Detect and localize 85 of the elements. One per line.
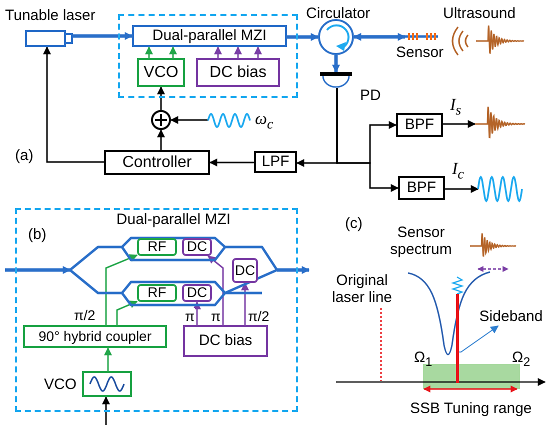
component-label: Tunable laser — [5, 7, 96, 24]
controller-box — [104, 150, 210, 175]
edge-label: π — [185, 308, 195, 324]
arrow — [193, 301, 201, 325]
block-label: VCO — [142, 64, 180, 82]
arrow — [116, 300, 138, 325]
arrow — [234, 46, 242, 58]
arrow — [157, 129, 165, 150]
oscillator-box — [137, 58, 185, 87]
oscillator-box — [82, 371, 132, 397]
arrow — [241, 282, 249, 325]
arrow — [336, 88, 399, 192]
annotation-text: Ω$_{2}$ — [512, 349, 530, 370]
component-label: VCO — [44, 376, 77, 393]
electrode-box — [232, 258, 258, 283]
electrode-box — [137, 238, 177, 256]
block-label: DC bias — [208, 64, 268, 82]
arrow — [332, 55, 340, 73]
arrow — [445, 185, 479, 193]
dashed-group-frame — [15, 208, 298, 412]
panel-label: (a) — [15, 147, 34, 164]
arrow — [254, 46, 262, 58]
arrow — [170, 116, 208, 124]
edge-label: π/2 — [248, 308, 270, 324]
electrode-box — [182, 238, 212, 256]
arrow — [214, 46, 222, 58]
block-label: DC bias — [198, 332, 254, 350]
annotation-text: SSB Tuning range — [410, 400, 532, 418]
arrow — [105, 254, 138, 325]
laser-drawing — [25, 30, 73, 47]
arrow — [207, 255, 224, 325]
electrode-box — [137, 284, 177, 302]
arrow — [43, 46, 104, 163]
component-label: Sensor — [396, 44, 444, 61]
sine-waveform — [478, 176, 522, 202]
callout-label: Sideband — [478, 308, 544, 326]
arrow — [209, 158, 254, 166]
arrow — [104, 347, 112, 371]
double-arrow — [353, 32, 406, 41]
arrow — [157, 86, 165, 110]
electrode-box — [182, 284, 212, 302]
arrow — [443, 120, 476, 128]
summing-junction — [151, 110, 171, 130]
annotation-text: Sensor spectrum — [389, 224, 453, 258]
filter-box — [254, 151, 297, 173]
sideband-line — [456, 294, 459, 383]
photodiode-symbol — [320, 72, 352, 88]
panel-label: (b) — [28, 226, 46, 244]
annotation-text: Ultrasound — [443, 5, 516, 22]
block-label: LPF — [260, 154, 290, 170]
arrow — [169, 46, 177, 58]
block-label: RF — [146, 285, 168, 301]
annotation-text: Original laser line — [330, 272, 394, 306]
block-label: 90° hybrid coupler — [38, 328, 152, 344]
arrow — [145, 46, 153, 58]
block-label: BPF — [406, 180, 438, 196]
arrow — [73, 32, 133, 40]
arrow — [102, 396, 110, 425]
annotation-text: Ω$_{1}$ — [414, 349, 432, 370]
block-label: BPF — [404, 116, 436, 134]
leader-line — [458, 326, 499, 352]
panel-label: (c) — [345, 215, 362, 232]
block-label: Controller — [121, 154, 193, 172]
bias-box — [183, 325, 268, 357]
filter-box — [398, 176, 445, 200]
coupler-box — [23, 325, 167, 348]
sine-waveform — [208, 113, 250, 128]
edge-label: π/2 — [74, 307, 96, 323]
block-label: DC — [186, 239, 208, 255]
arrow — [287, 33, 319, 41]
component-label: PD — [360, 87, 381, 104]
component-label: ω$_{c}$ — [255, 109, 274, 134]
filter-box — [396, 113, 443, 137]
bias-box — [196, 58, 280, 87]
block-label: Dual-parallel MZI — [151, 28, 268, 44]
block-label: DC — [234, 262, 256, 278]
arrow — [277, 266, 310, 274]
dashed-group-frame — [118, 14, 298, 98]
component-label: Circulator — [306, 5, 370, 22]
fiber-grating-sensor — [405, 32, 438, 41]
circulator-symbol — [318, 19, 354, 55]
block-label: DC — [186, 285, 208, 301]
modulator-box — [132, 25, 287, 47]
block-label: RF — [146, 239, 168, 255]
arrow — [5, 266, 71, 274]
